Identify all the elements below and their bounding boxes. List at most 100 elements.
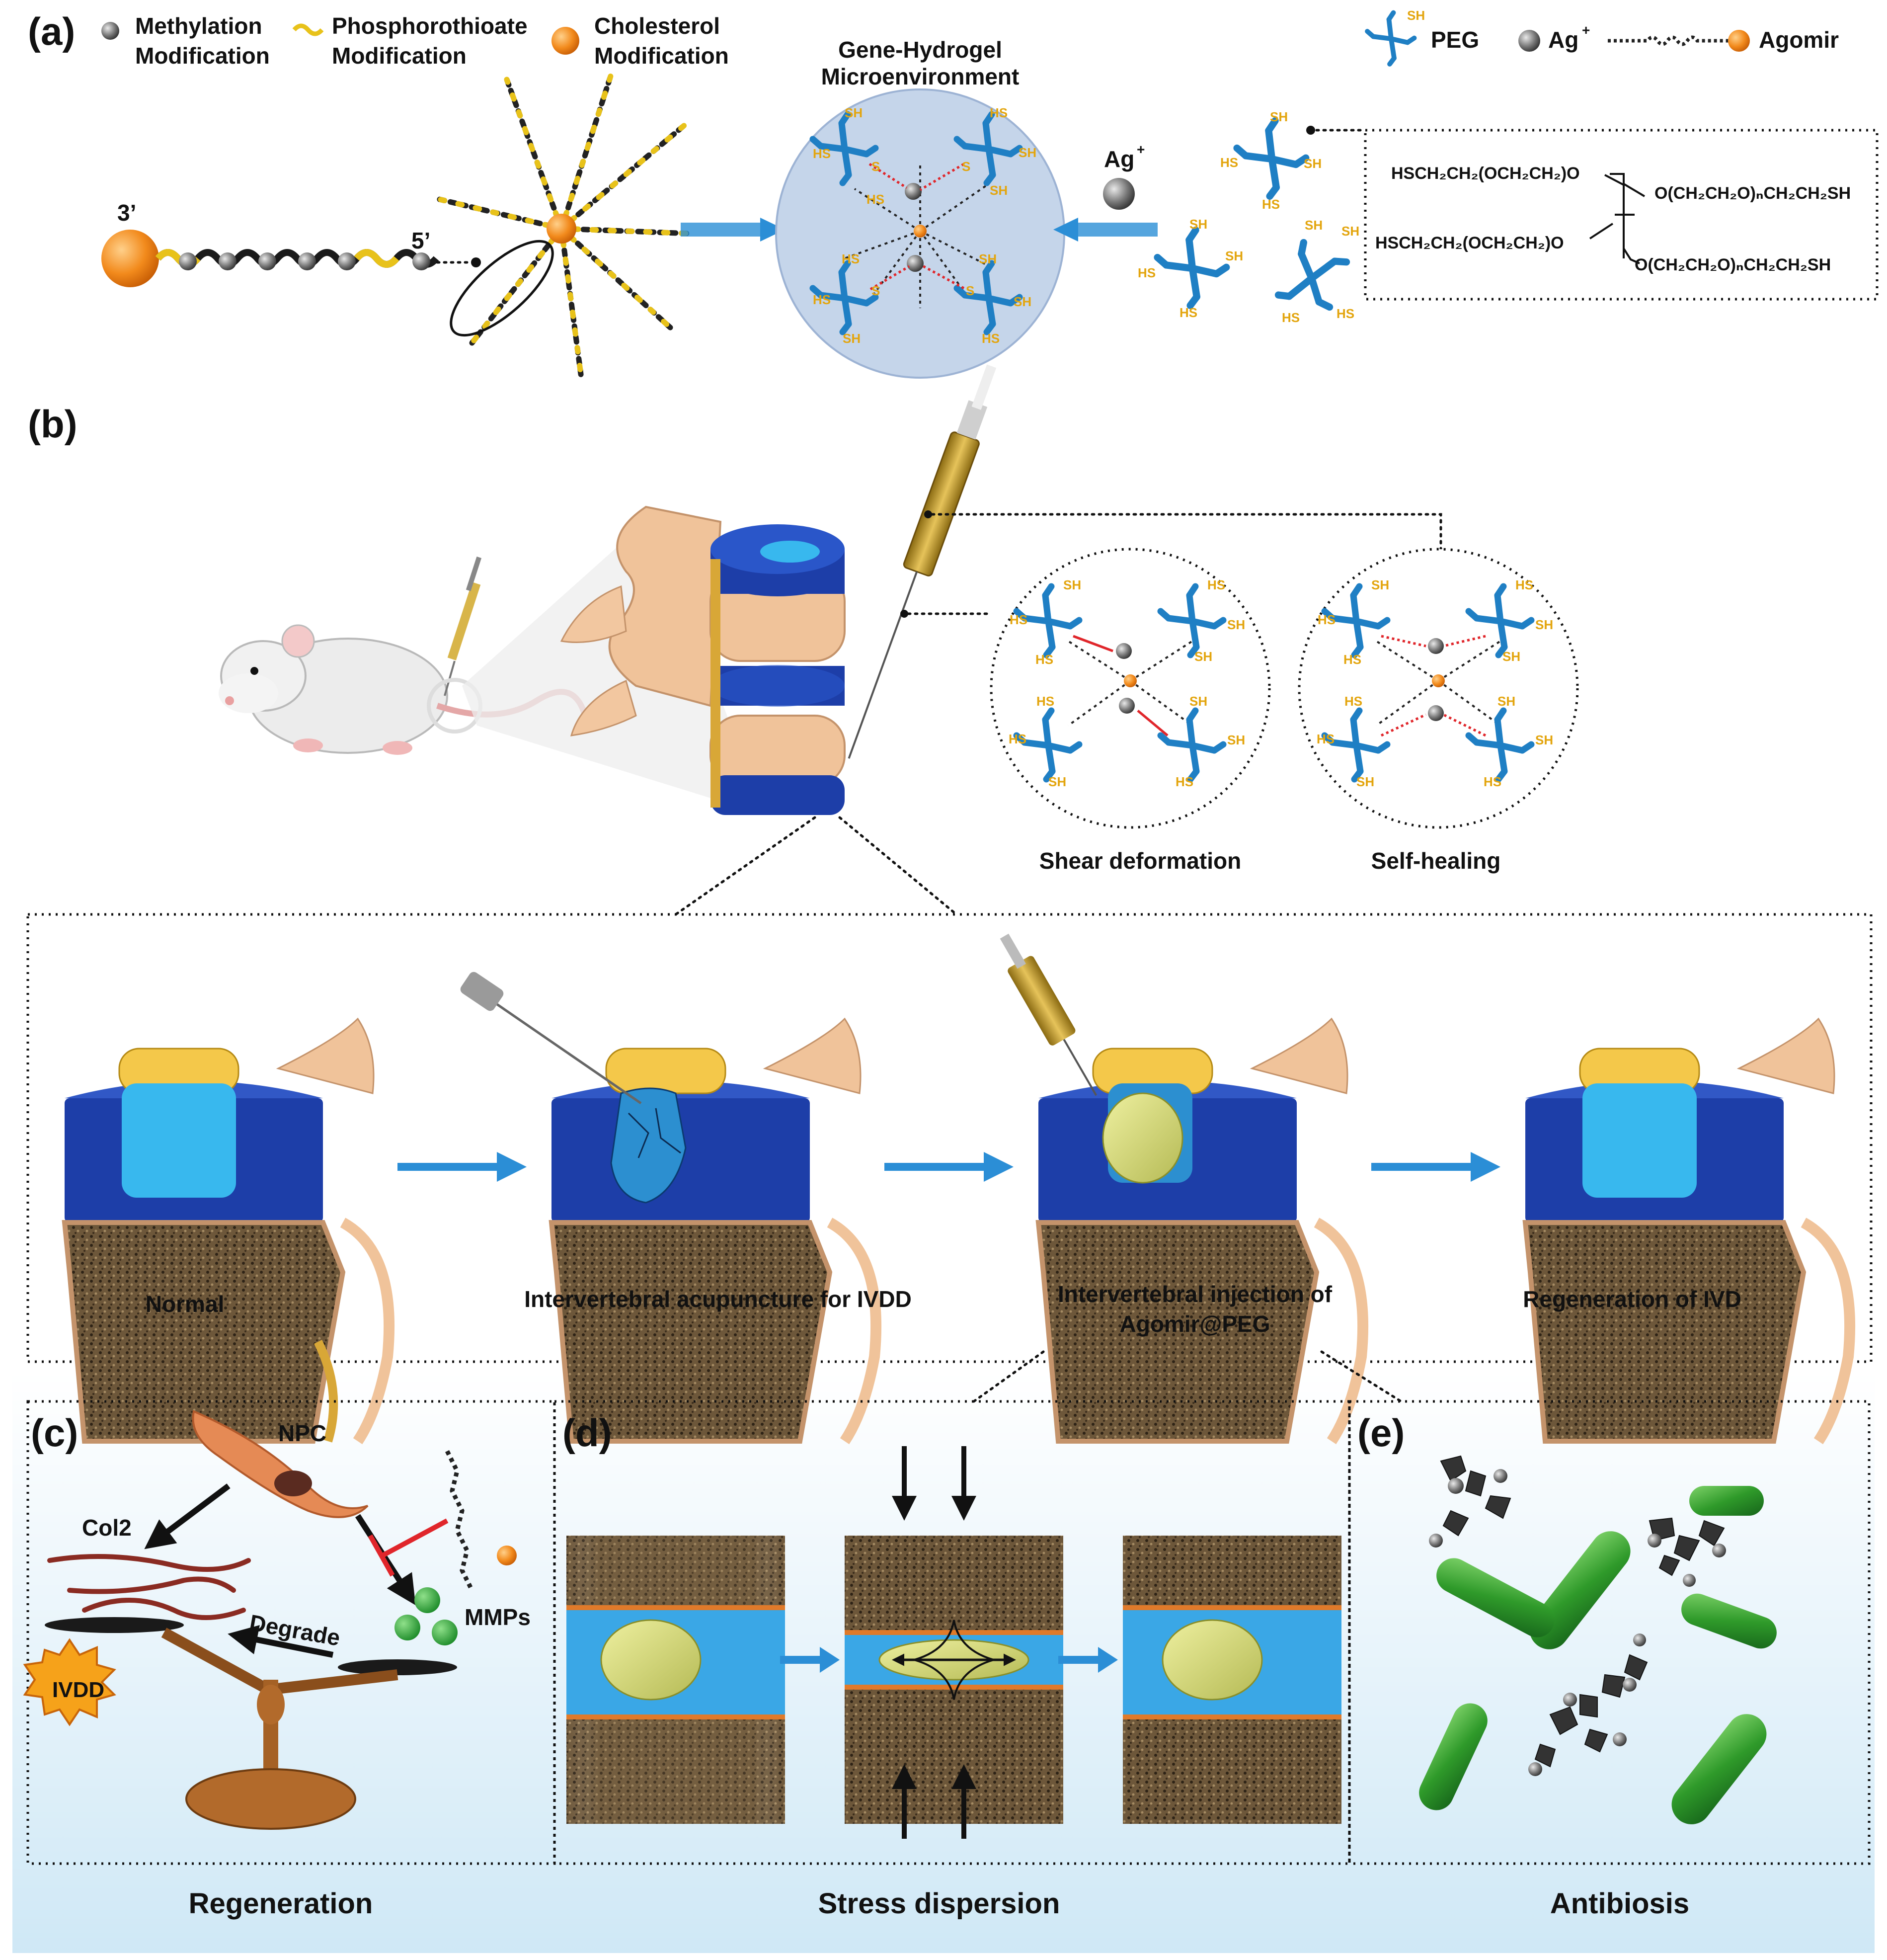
legend-phosphoro-1: Phosphorothioate <box>332 13 528 39</box>
svg-text:HS: HS <box>842 251 860 266</box>
gene-hydrogel-title-2: Microenvironment <box>821 64 1020 89</box>
svg-text:HS: HS <box>1344 694 1362 709</box>
agomir-micelle <box>434 72 694 381</box>
lower-zoom-lines <box>972 1350 1403 1403</box>
svg-text:S: S <box>962 159 970 174</box>
arrow-to-microenvironment <box>681 218 785 242</box>
vertebra-normal <box>62 1017 395 1445</box>
arrow-to-col2 <box>144 1483 231 1550</box>
svg-text:SH: SH <box>1497 694 1515 709</box>
svg-text:S: S <box>966 283 974 298</box>
svg-text:HS: HS <box>1035 652 1053 667</box>
inhibit-line <box>381 1518 449 1558</box>
step-injection-1: Intervertebral injection of <box>1058 1281 1333 1307</box>
svg-text:SH: SH <box>1194 649 1212 664</box>
svg-text:HS: HS <box>1318 612 1336 627</box>
panel-e-box <box>1348 1400 1871 1865</box>
legend-cholesterol-2: Modification <box>594 43 729 69</box>
zoom-lines <box>674 816 958 916</box>
shear-deformation-label: Shear deformation <box>1039 848 1241 874</box>
strand-5-end: 5’ <box>411 228 430 253</box>
phosphorothioate-legend-icon <box>292 23 324 36</box>
vertebra-injection <box>1000 933 1369 1445</box>
mmps-spheres <box>394 1587 458 1645</box>
mmps-label: MMPs <box>465 1604 531 1630</box>
methyl-legend-icon <box>101 22 119 40</box>
svg-text:HS: HS <box>1009 732 1026 746</box>
ivdd-burst: IVDD <box>23 1638 116 1726</box>
panel-label-c: (c) <box>31 1411 78 1455</box>
vertebra-acupuncture <box>460 972 882 1445</box>
microenvironment-sh-labels: HS SH HS S HS SH SH S HS HS SH S SH SH H… <box>813 105 1036 346</box>
strand-highlight-ellipse <box>450 240 554 337</box>
svg-text:SH: SH <box>1048 774 1066 789</box>
peg-formula: HSCH₂CH₂(OCH₂CH₂)O HSCH₂CH₂(OCH₂CH₂)O O(… <box>1375 164 1851 274</box>
stress-block-right <box>1123 1536 1341 1824</box>
svg-text:SH: SH <box>1063 577 1081 592</box>
svg-text:HS: HS <box>813 146 831 161</box>
stress-dispersion-title: Stress dispersion <box>818 1887 1060 1920</box>
bacteria <box>1419 1486 1777 1824</box>
svg-text:SH: SH <box>1227 733 1245 747</box>
stress-block-middle <box>845 1536 1063 1824</box>
agomir-bead-c <box>497 1546 517 1565</box>
silver-ions-e <box>1429 1469 1726 1776</box>
svg-text:S: S <box>871 159 880 174</box>
svg-text:O(CH₂CH₂O)ₙCH₂CH₂SH: O(CH₂CH₂O)ₙCH₂CH₂SH <box>1635 255 1831 274</box>
regeneration-title: Regeneration <box>189 1887 373 1920</box>
svg-text:SH: SH <box>1341 224 1359 239</box>
npc-label: NPC <box>278 1420 326 1446</box>
strand-ps-right <box>354 249 399 268</box>
svg-text:HS: HS <box>1282 310 1300 325</box>
panel-label-d: (d) <box>562 1411 612 1455</box>
syringe-leader-1 <box>931 513 1442 551</box>
legend-cholesterol-1: Cholesterol <box>594 13 720 39</box>
step-normal: Normal <box>146 1291 224 1317</box>
panel-label-a: (a) <box>28 9 75 53</box>
svg-text:SH: SH <box>1371 577 1389 592</box>
svg-text:HS: HS <box>1317 732 1335 746</box>
svg-text:SH: SH <box>1014 294 1031 309</box>
svg-text:SH: SH <box>1356 774 1374 789</box>
legend-ag-sup: + <box>1582 22 1590 38</box>
svg-text:SH: SH <box>979 251 997 266</box>
svg-text:HSCH₂CH₂(OCH₂CH₂)O: HSCH₂CH₂(OCH₂CH₂)O <box>1391 164 1580 183</box>
svg-text:SH: SH <box>1502 649 1520 664</box>
legend-peg: PEG <box>1431 27 1479 53</box>
step-injection-2: Agomir@PEG <box>1120 1311 1270 1337</box>
peg-legend-sh: SH <box>1407 8 1425 23</box>
self-healing-network: SH HS HS HS SH SH HS HS SH SH SH HS <box>1298 548 1579 829</box>
spine-segment <box>560 505 846 815</box>
npc-cell <box>192 1410 369 1518</box>
legend-methylation-2: Modification <box>135 43 270 69</box>
zoom-cone <box>462 517 765 815</box>
compression-arrows <box>892 1446 976 1839</box>
svg-text:SH: SH <box>1304 156 1322 171</box>
free-peg-molecules: SH HS SH HS SH HS SH HS SH SH HS HS <box>1138 109 1362 326</box>
arrow-from-peg <box>1053 218 1158 242</box>
step-arrows <box>397 1152 1500 1182</box>
panel-label-e: (e) <box>1357 1411 1405 1455</box>
panel-d-box <box>553 1400 1351 1865</box>
agomir-icon-c <box>445 1450 474 1592</box>
svg-text:HS: HS <box>1207 577 1225 592</box>
svg-text:HS: HS <box>1337 306 1354 321</box>
ag-ion-sup: + <box>1137 142 1145 157</box>
agomir-legend-cholesterol <box>1728 30 1750 52</box>
svg-text:HS: HS <box>1176 774 1193 789</box>
steps-box <box>26 913 1873 1363</box>
svg-text:HS: HS <box>1179 305 1197 320</box>
svg-text:HS: HS <box>1036 694 1054 709</box>
balance-scale <box>45 1617 457 1830</box>
legend-phosphoro-2: Modification <box>332 43 467 69</box>
stress-flow-arrows <box>780 1647 1118 1673</box>
svg-text:HS: HS <box>866 192 884 207</box>
ag-legend-icon <box>1518 30 1540 52</box>
svg-text:HS: HS <box>990 105 1008 120</box>
svg-text:HSCH₂CH₂(OCH₂CH₂)O: HSCH₂CH₂(OCH₂CH₂)O <box>1375 234 1564 252</box>
svg-text:HS: HS <box>1220 155 1238 170</box>
panel-c-box <box>26 1400 556 1865</box>
legend-methylation-1: Methylation <box>135 13 262 39</box>
svg-text:SH: SH <box>1227 617 1245 632</box>
svg-text:SH: SH <box>845 105 863 120</box>
